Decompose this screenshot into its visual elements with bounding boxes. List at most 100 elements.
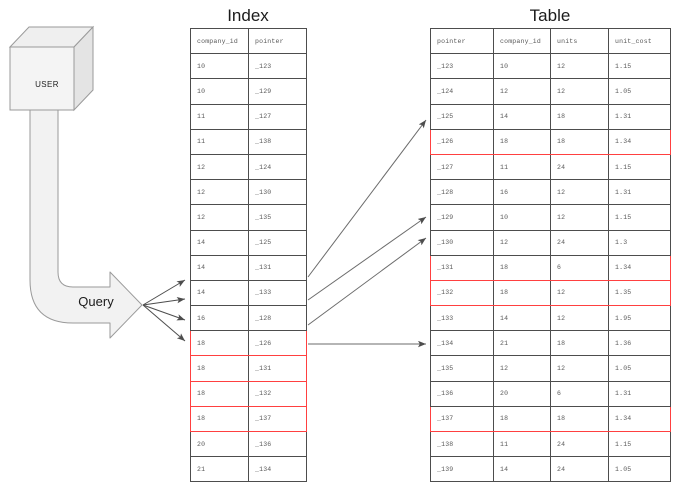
index-cell-pointer: _132	[248, 380, 307, 407]
table-cell-pointer: _128	[430, 179, 494, 206]
index-cell-pointer: _138	[248, 128, 307, 155]
index-row: 14_133	[190, 279, 307, 307]
table-cell-units: 18	[550, 405, 609, 433]
index-cell-company-id: 16	[190, 305, 249, 332]
table-cell-units: 18	[550, 103, 609, 130]
index-row: 18_126	[190, 330, 307, 357]
table-cell-unit-cost: 1.3	[608, 229, 671, 256]
index-cell-company-id: 12	[190, 179, 249, 206]
index-cell-company-id: 18	[190, 380, 249, 407]
index-cell-company-id: 21	[190, 456, 249, 482]
table-cell-pointer: _124	[430, 78, 494, 105]
table-cell-units: 12	[550, 204, 609, 231]
index-cell-company-id: 12	[190, 204, 249, 231]
query-arrow-label: Query	[78, 294, 114, 309]
table-cell-units: 12	[550, 305, 609, 332]
query-to-index-connectors	[142, 279, 186, 342]
table-cell-company-id: 14	[493, 103, 551, 130]
table-cell-company-id: 21	[493, 330, 551, 357]
index-cell-company-id: 14	[190, 229, 249, 256]
table-cell-unit-cost: 1.34	[608, 254, 671, 281]
table-col-units: units	[550, 27, 609, 55]
index-row: 20_136	[190, 430, 307, 458]
index-row: 11_138	[190, 128, 307, 155]
table-cell-company-id: 10	[493, 53, 551, 80]
index-cell-pointer: _125	[248, 229, 307, 256]
table-cell-company-id: 12	[493, 229, 551, 256]
index-cell-company-id: 14	[190, 279, 249, 307]
index-cell-company-id: 18	[190, 405, 249, 433]
table-cell-company-id: 10	[493, 204, 551, 231]
table-cell-unit-cost: 1.05	[608, 78, 671, 105]
index-row: 14_131	[190, 254, 307, 281]
table-cell-pointer: _134	[430, 330, 494, 357]
index-cell-pointer: _127	[248, 103, 307, 130]
index-cell-pointer: _131	[248, 254, 307, 281]
table-cell-units: 24	[550, 430, 609, 458]
table-cell-pointer: _126	[430, 128, 494, 155]
index-to-table-connectors	[307, 119, 427, 348]
table-cell-pointer: _130	[430, 229, 494, 256]
index-cell-pointer: _131	[248, 355, 307, 382]
index-cell-company-id: 14	[190, 254, 249, 281]
index-cell-pointer: _123	[248, 53, 307, 80]
table-cell-unit-cost: 1.35	[608, 279, 671, 307]
index-cell-company-id: 18	[190, 355, 249, 382]
table-cell-company-id: 18	[493, 279, 551, 307]
index-cell-pointer: _130	[248, 179, 307, 206]
table-cell-unit-cost: 1.15	[608, 53, 671, 80]
table-col-unit-cost: unit_cost	[608, 27, 671, 55]
table-cell-pointer: _135	[430, 355, 494, 382]
table-cell-unit-cost: 1.05	[608, 355, 671, 382]
table-cell-units: 18	[550, 330, 609, 357]
table-cell-unit-cost: 1.34	[608, 405, 671, 433]
table-cell-pointer: _139	[430, 456, 494, 482]
table-cell-unit-cost: 1.15	[608, 430, 671, 458]
table-cell-units: 6	[550, 380, 609, 407]
table-cell-unit-cost: 1.95	[608, 305, 671, 332]
table-cell-unit-cost: 1.31	[608, 380, 671, 407]
table-cell-company-id: 18	[493, 405, 551, 433]
table-cell-company-id: 20	[493, 380, 551, 407]
table-cell-pointer: _129	[430, 204, 494, 231]
table-cell-units: 24	[550, 153, 609, 181]
index-row: 10_123	[190, 53, 307, 80]
table-cell-units: 24	[550, 456, 609, 482]
table-cell-pointer: _125	[430, 103, 494, 130]
index-row: 12_135	[190, 204, 307, 231]
table-cell-company-id: 14	[493, 456, 551, 482]
table-cell-units: 12	[550, 53, 609, 80]
table-cell-units: 18	[550, 128, 609, 155]
index-row: 21_134	[190, 456, 307, 482]
index-cell-company-id: 10	[190, 53, 249, 80]
index-row: 12_124	[190, 153, 307, 181]
index-cell-company-id: 18	[190, 330, 249, 357]
table-cell-company-id: 11	[493, 153, 551, 181]
table-cell-pointer: _136	[430, 380, 494, 407]
table-cell-unit-cost: 1.31	[608, 179, 671, 206]
table-cell-company-id: 18	[493, 254, 551, 281]
table-cell-pointer: _127	[430, 153, 494, 181]
index-row: 11_127	[190, 103, 307, 130]
table-cell-pointer: _138	[430, 430, 494, 458]
index-cell-pointer: _135	[248, 204, 307, 231]
index-cell-pointer: _124	[248, 153, 307, 181]
index-col-pointer: pointer	[248, 27, 307, 55]
table-cell-unit-cost: 1.34	[608, 128, 671, 155]
index-row: 12_130	[190, 179, 307, 206]
index-cell-pointer: _134	[248, 456, 307, 482]
